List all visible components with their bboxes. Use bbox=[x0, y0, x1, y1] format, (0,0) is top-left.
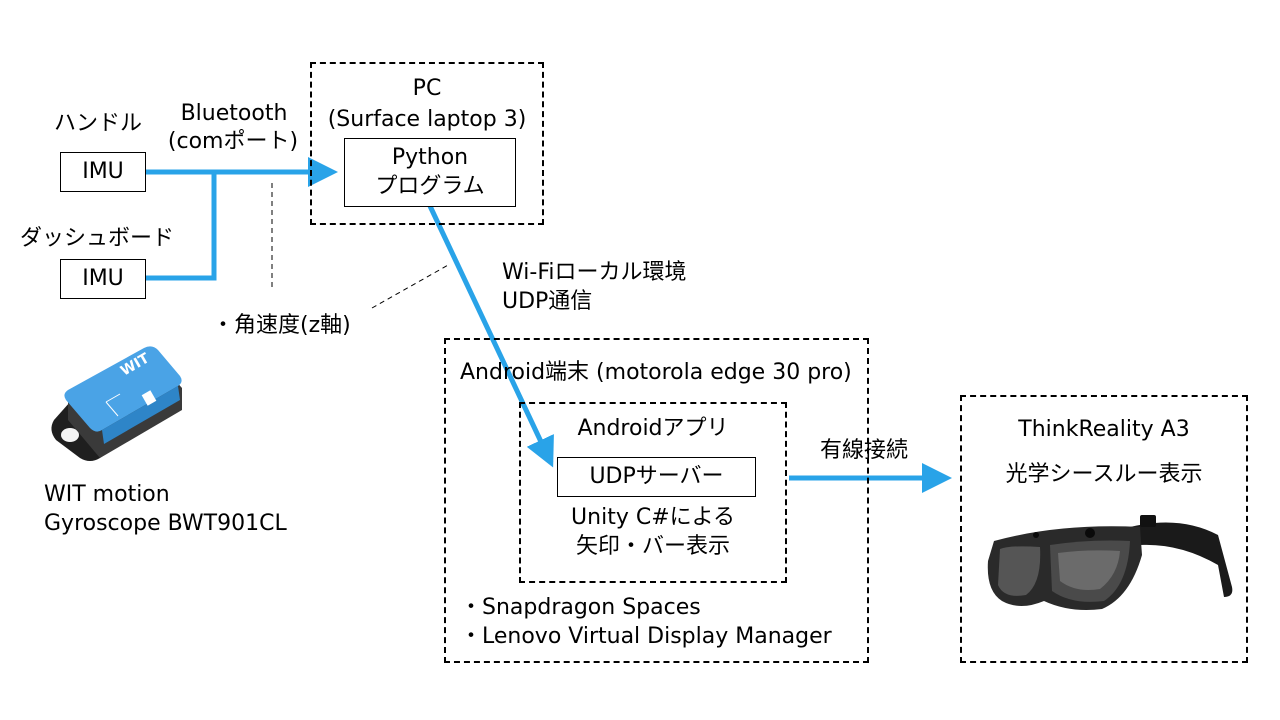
gyroscope-sensor-image: WIT bbox=[51, 346, 182, 461]
android-device-container bbox=[444, 338, 869, 663]
arrow-wifi bbox=[427, 204, 554, 468]
pc-model: (Surface laptop 3) bbox=[327, 107, 527, 132]
udp-server-box: UDPサーバー bbox=[557, 457, 756, 497]
pc-title: PC bbox=[412, 76, 442, 101]
wired-label: 有線接続 bbox=[820, 438, 909, 463]
python-program-box: Python プログラム bbox=[344, 138, 516, 207]
python-label: Python bbox=[391, 145, 469, 170]
imu-dashboard-box: IMU bbox=[60, 259, 146, 299]
imu-handle-label: IMU bbox=[82, 159, 124, 184]
sdk-lenovo: ・Lenovo Virtual Display Manager bbox=[460, 624, 832, 649]
display-label: 矢印・バー表示 bbox=[575, 534, 730, 559]
wire-imu-bottom bbox=[146, 172, 217, 281]
bluetooth-label: Bluetooth bbox=[180, 101, 288, 126]
sdk-snapdragon: ・Snapdragon Spaces bbox=[460, 595, 701, 620]
device-name: WIT motion bbox=[44, 482, 170, 507]
headset-container bbox=[960, 395, 1248, 663]
wifi-label: Wi-Fiローカル環境 bbox=[502, 260, 687, 285]
program-label: プログラム bbox=[375, 174, 485, 199]
device-model: Gyroscope BWT901CL bbox=[44, 511, 287, 536]
android-app-title: Androidアプリ bbox=[577, 416, 729, 441]
handle-label: ハンドル bbox=[54, 111, 143, 136]
dashboard-label: ダッシュボード bbox=[20, 226, 175, 251]
imu-handle-box: IMU bbox=[60, 152, 146, 192]
udp-server-label: UDPサーバー bbox=[589, 464, 724, 489]
headset-title: ThinkReality A3 bbox=[1018, 417, 1190, 442]
imu-dashboard-label: IMU bbox=[82, 266, 124, 291]
callout-line-wifi bbox=[371, 263, 451, 309]
angular-velocity-note: ・角速度(z軸) bbox=[212, 313, 351, 338]
headset-subtitle: 光学シースルー表示 bbox=[1005, 462, 1203, 487]
android-device-title: Android端末 (motorola edge 30 pro) bbox=[460, 360, 852, 385]
android-app-container bbox=[519, 402, 787, 583]
bluetooth-port-label: (comポート) bbox=[167, 129, 299, 154]
udp-label: UDP通信 bbox=[502, 289, 593, 314]
ar-glasses-image bbox=[987, 515, 1233, 610]
unity-label: Unity C#による bbox=[571, 505, 735, 530]
pc-container bbox=[310, 62, 544, 225]
